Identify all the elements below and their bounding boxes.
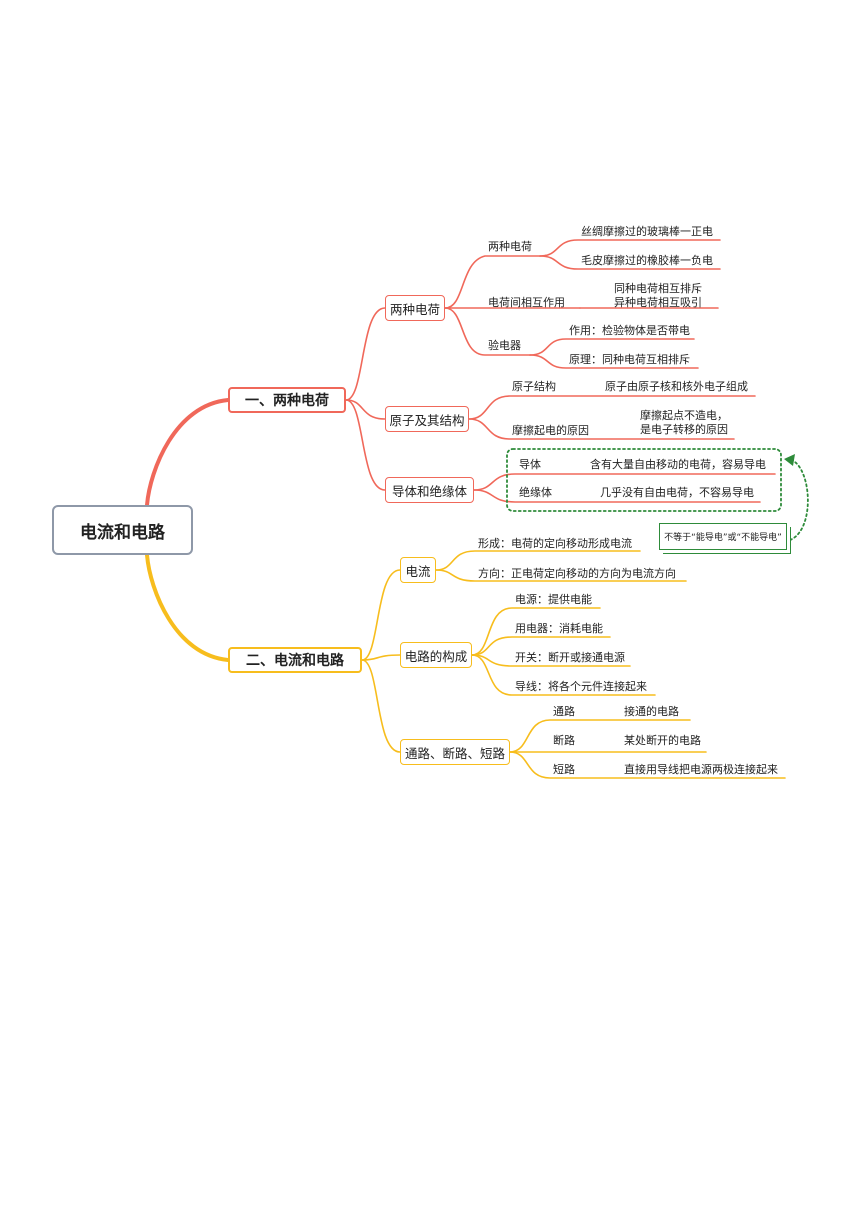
closed-circuit-text: 接通的电路 bbox=[624, 705, 679, 718]
insulator-label: 绝缘体 bbox=[519, 486, 552, 499]
conductor-text: 含有大量自由移动的电荷，容易导电 bbox=[590, 458, 766, 471]
closed-circuit-label: 通路 bbox=[553, 705, 575, 718]
appliance-text: 用电器：消耗电能 bbox=[515, 622, 603, 635]
note-dotted-arrow bbox=[789, 459, 809, 541]
unlike-charges-attract-text: 异种电荷相互吸引 bbox=[614, 296, 702, 309]
atom-structure-text: 原子由原子核和核外电子组成 bbox=[605, 380, 748, 393]
electroscope-principle-text: 原理：同种电荷互相排斥 bbox=[569, 353, 690, 366]
section-two-charges[interactable]: 一、两种电荷 bbox=[228, 387, 346, 413]
electroscope-label: 验电器 bbox=[488, 339, 521, 352]
friction-cause-line2: 是电子转移的原因 bbox=[640, 423, 728, 436]
topic-current[interactable]: 电流 bbox=[400, 557, 436, 583]
link-root-s1 bbox=[145, 398, 230, 507]
wire-text: 导线：将各个元件连接起来 bbox=[515, 680, 647, 693]
link-root-s2 bbox=[145, 553, 230, 662]
topic-conductor-insulator[interactable]: 导体和绝缘体 bbox=[385, 477, 474, 503]
atom-structure-label: 原子结构 bbox=[512, 380, 556, 393]
friction-cause-line1: 摩擦起点不造电， bbox=[640, 409, 728, 422]
power-source-text: 电源：提供电能 bbox=[515, 593, 592, 606]
friction-cause-label: 摩擦起电的原因 bbox=[512, 424, 589, 437]
topic-circuit-composition[interactable]: 电路的构成 bbox=[400, 642, 472, 668]
positive-charge-text: 丝绸摩擦过的玻璃棒一正电 bbox=[581, 225, 713, 238]
short-circuit-label: 短路 bbox=[553, 763, 575, 776]
current-direction-text: 方向：正电荷定向移动的方向为电流方向 bbox=[478, 567, 676, 580]
negative-charge-text: 毛皮摩擦过的橡胶棒一负电 bbox=[581, 254, 713, 267]
open-circuit-label: 断路 bbox=[553, 734, 575, 747]
topic-two-charges[interactable]: 两种电荷 bbox=[385, 295, 445, 321]
short-circuit-text: 直接用导线把电源两极连接起来 bbox=[624, 763, 778, 776]
conductor-label: 导体 bbox=[519, 458, 541, 471]
conductor-dotted-frame bbox=[506, 448, 782, 512]
current-formation-text: 形成：电荷的定向移动形成电流 bbox=[478, 537, 632, 550]
open-circuit-text: 某处断开的电路 bbox=[624, 734, 701, 747]
topic-circuit-states[interactable]: 通路、断路、短路 bbox=[400, 739, 510, 765]
like-charges-repel-text: 同种电荷相互排斥 bbox=[614, 282, 702, 295]
conductor-note-callout[interactable]: 不等于“能导电”或“不能导电” bbox=[659, 523, 787, 550]
switch-text: 开关：断开或接通电源 bbox=[515, 651, 625, 664]
topic-atom-structure[interactable]: 原子及其结构 bbox=[385, 406, 469, 432]
electroscope-use-text: 作用：检验物体是否带电 bbox=[569, 324, 690, 337]
charge-kinds-label: 两种电荷 bbox=[488, 240, 532, 253]
section-current-circuit[interactable]: 二、电流和电路 bbox=[228, 647, 362, 673]
insulator-text: 几乎没有自由电荷，不容易导电 bbox=[600, 486, 754, 499]
charge-interaction-label: 电荷间相互作用 bbox=[488, 296, 565, 309]
root-node[interactable]: 电流和电路 bbox=[52, 505, 193, 555]
